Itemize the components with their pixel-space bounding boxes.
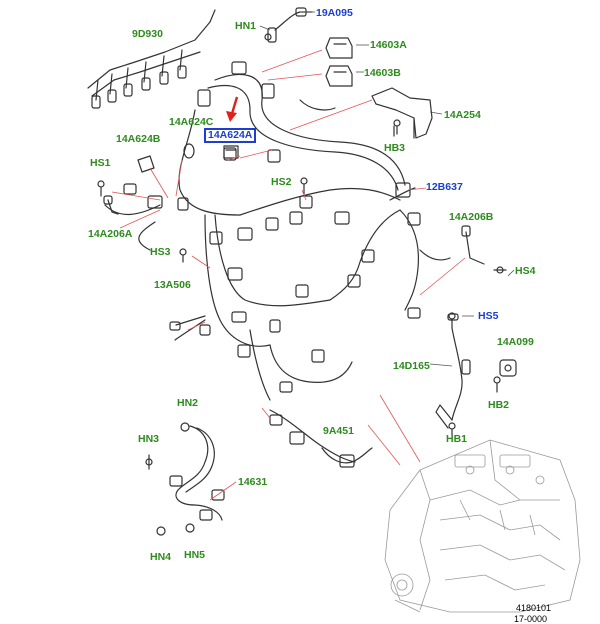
label-hn5: HN5: [184, 549, 206, 561]
main-harness: [104, 73, 451, 463]
screw-hs2: [300, 177, 308, 195]
label-9a451: 9A451: [323, 425, 354, 437]
bolt-hb1: [448, 422, 456, 436]
harness-14d165: [435, 313, 471, 429]
label-hs4: HS4: [515, 265, 536, 277]
label-9d930: 9D930: [132, 28, 163, 40]
label-14d165: 14D165: [393, 360, 430, 372]
screw-hs3: [179, 248, 187, 263]
screw-hs1: [97, 180, 105, 197]
label-14a254: 14A254: [444, 109, 481, 121]
bracket-14a254: [371, 87, 433, 139]
clip-14603a: [325, 37, 353, 59]
sensor-13a506: [169, 315, 206, 331]
label-hb2: HB2: [488, 399, 510, 411]
reference-number: 4180101: [516, 603, 552, 613]
nut-hn2: [180, 422, 190, 432]
label-14603a: 14603A: [370, 39, 407, 51]
label-14a624b: 14A624B: [116, 133, 161, 145]
label-14a206a: 14A206A: [88, 228, 133, 240]
nut-hn1: [264, 33, 272, 41]
clip-14a206b: [461, 225, 485, 265]
label-hn1: HN1: [235, 20, 257, 32]
harness-14631: [169, 425, 225, 521]
label-hn4: HN4: [150, 551, 172, 563]
label-hs2: HS2: [271, 176, 292, 188]
label-14a624c: 14A624C: [169, 116, 214, 128]
nut-hn4: [156, 526, 166, 536]
pointer-arrow: [226, 96, 239, 122]
clip-14a206a: [103, 195, 119, 215]
label-hn2: HN2: [177, 397, 199, 409]
clip-14a624c: [183, 143, 195, 159]
engine-block: [384, 439, 581, 613]
label-14a206b: 14A206B: [449, 211, 494, 223]
label-12b637: 12B637: [426, 181, 463, 193]
clip-14a624a: [223, 145, 239, 159]
injector-harness-9d930: [87, 9, 216, 109]
label-13a506: 13A506: [154, 279, 191, 291]
nut-hn3: [145, 454, 153, 470]
clip-14603b: [325, 65, 353, 87]
bolt-hb2: [493, 376, 501, 393]
label-leaders: [259, 11, 515, 367]
screw-hs4: [493, 266, 507, 274]
label-hb3: HB3: [384, 142, 406, 154]
label-hs1: HS1: [90, 157, 111, 169]
nut-hn5: [185, 523, 195, 533]
label-hs5: HS5: [478, 310, 499, 322]
label-14631: 14631: [238, 476, 268, 488]
sensor-14a099: [499, 359, 517, 377]
label-hs3: HS3: [150, 246, 171, 258]
sensor-19a095: [267, 7, 313, 43]
label-14603b: 14603B: [364, 67, 401, 79]
clip-14a624b: [137, 155, 155, 173]
label-hn3: HN3: [138, 433, 160, 445]
label-14a099: 14A099: [497, 336, 534, 348]
reference-date: 17-0000: [514, 614, 548, 624]
leader-lines: [111, 49, 466, 501]
label-14a624a-highlighted: 14A624A: [204, 128, 257, 143]
harness-9a451: [321, 447, 373, 464]
label-hb1: HB1: [446, 433, 468, 445]
label-19a095: 19A095: [316, 7, 353, 19]
